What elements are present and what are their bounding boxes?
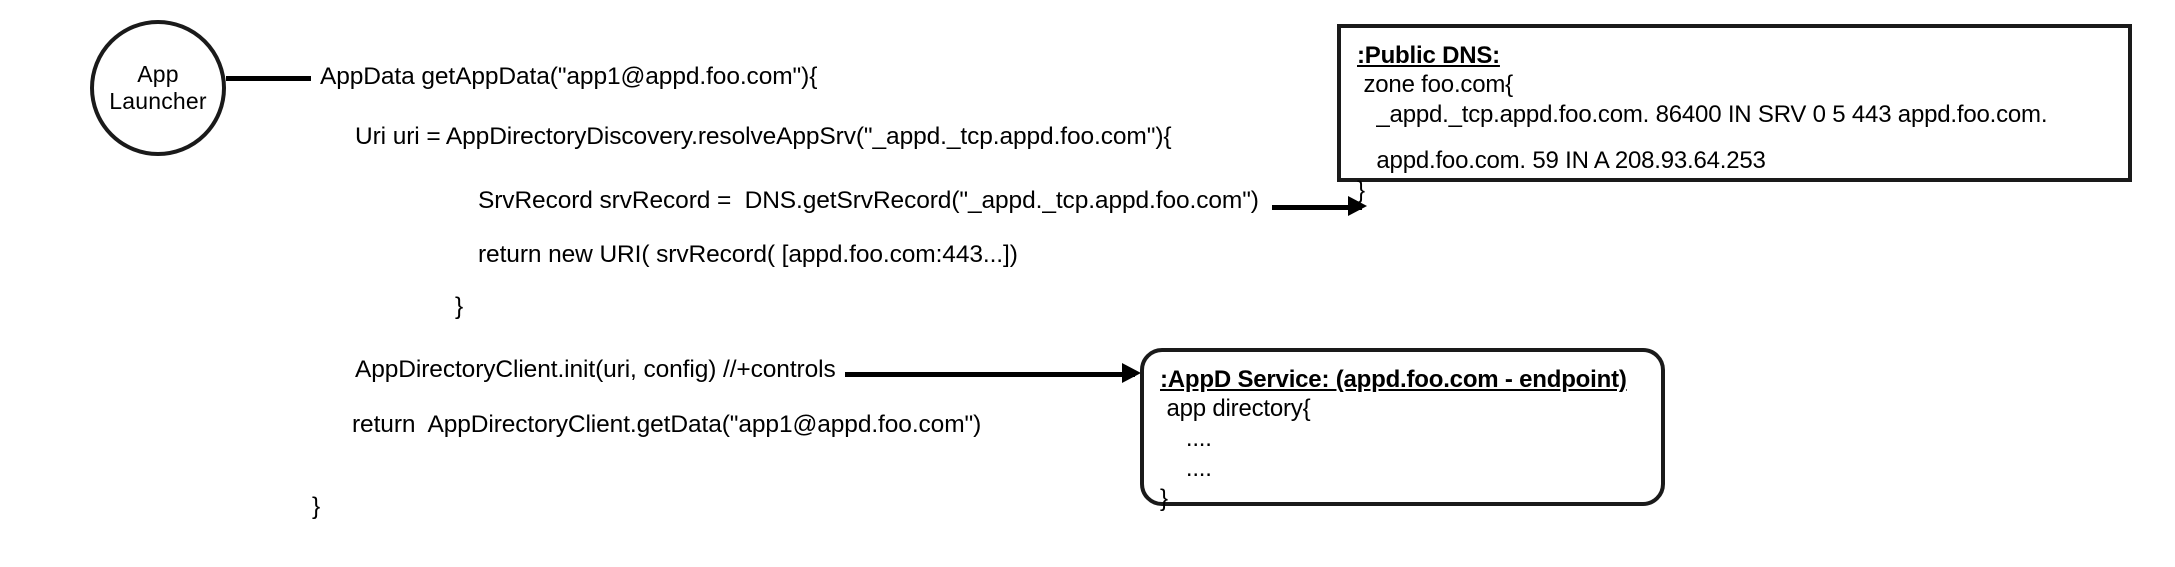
note-box-appd-service[interactable]: :AppD Service: (appd.foo.com - endpoint)… xyxy=(1140,348,1665,512)
code-line-client-init: AppDirectoryClient.init(uri, config) //+… xyxy=(355,356,836,383)
note-box-public-dns[interactable]: :Public DNS: zone foo.com{ _appd._tcp.ap… xyxy=(1337,24,2132,204)
note-box-appd-service-line-2: .... xyxy=(1160,425,1212,452)
note-box-public-dns-line-2: _appd._tcp.appd.foo.com. 86400 IN SRV 0 … xyxy=(1357,101,2048,128)
code-line-client-getdata: return AppDirectoryClient.getData("app1@… xyxy=(352,411,982,438)
actor-app-launcher[interactable]: App Launcher xyxy=(90,20,226,156)
note-box-appd-service-body: :AppD Service: (appd.foo.com - endpoint)… xyxy=(1144,352,1661,524)
note-box-public-dns-line-3 xyxy=(1357,130,2112,146)
connector-dns-call xyxy=(1272,205,1362,210)
code-line-getsrvrecord: SrvRecord srvRecord = DNS.getSrvRecord("… xyxy=(478,187,1259,214)
note-box-appd-service-line-3: .... xyxy=(1160,455,1212,482)
code-line-resolveappsrv: Uri uri = AppDirectoryDiscovery.resolveA… xyxy=(355,123,1172,150)
code-line-close-inner-brace: } xyxy=(455,293,464,320)
note-box-appd-service-line-4: } xyxy=(1160,485,1168,512)
note-box-public-dns-line-1: zone foo.com{ xyxy=(1357,71,1513,98)
note-box-public-dns-body: :Public DNS: zone foo.com{ _appd._tcp.ap… xyxy=(1341,28,2128,216)
actor-label-line2: Launcher xyxy=(109,88,207,114)
note-box-appd-service-line-1: app directory{ xyxy=(1160,395,1311,422)
connector-dns-call-arrowhead xyxy=(1348,196,1367,216)
note-box-public-dns-line-5: } xyxy=(1357,177,1365,204)
connector-appd-init xyxy=(845,372,1135,377)
code-line-return-new-uri: return new URI( srvRecord( [appd.foo.com… xyxy=(478,241,1018,268)
connector-appd-init-arrowhead xyxy=(1122,363,1141,383)
connector-actor-to-code xyxy=(226,76,311,81)
code-line-close-outer-brace: } xyxy=(312,493,321,520)
actor-label-line1: App xyxy=(137,61,179,87)
note-box-public-dns-line-4: appd.foo.com. 59 IN A 208.93.64.253 xyxy=(1357,147,1766,174)
code-line-getappdata: AppData getAppData("app1@appd.foo.com"){ xyxy=(320,63,818,90)
note-box-public-dns-title: :Public DNS: xyxy=(1357,42,1500,69)
note-box-appd-service-title: :AppD Service: (appd.foo.com - endpoint) xyxy=(1160,366,1627,393)
